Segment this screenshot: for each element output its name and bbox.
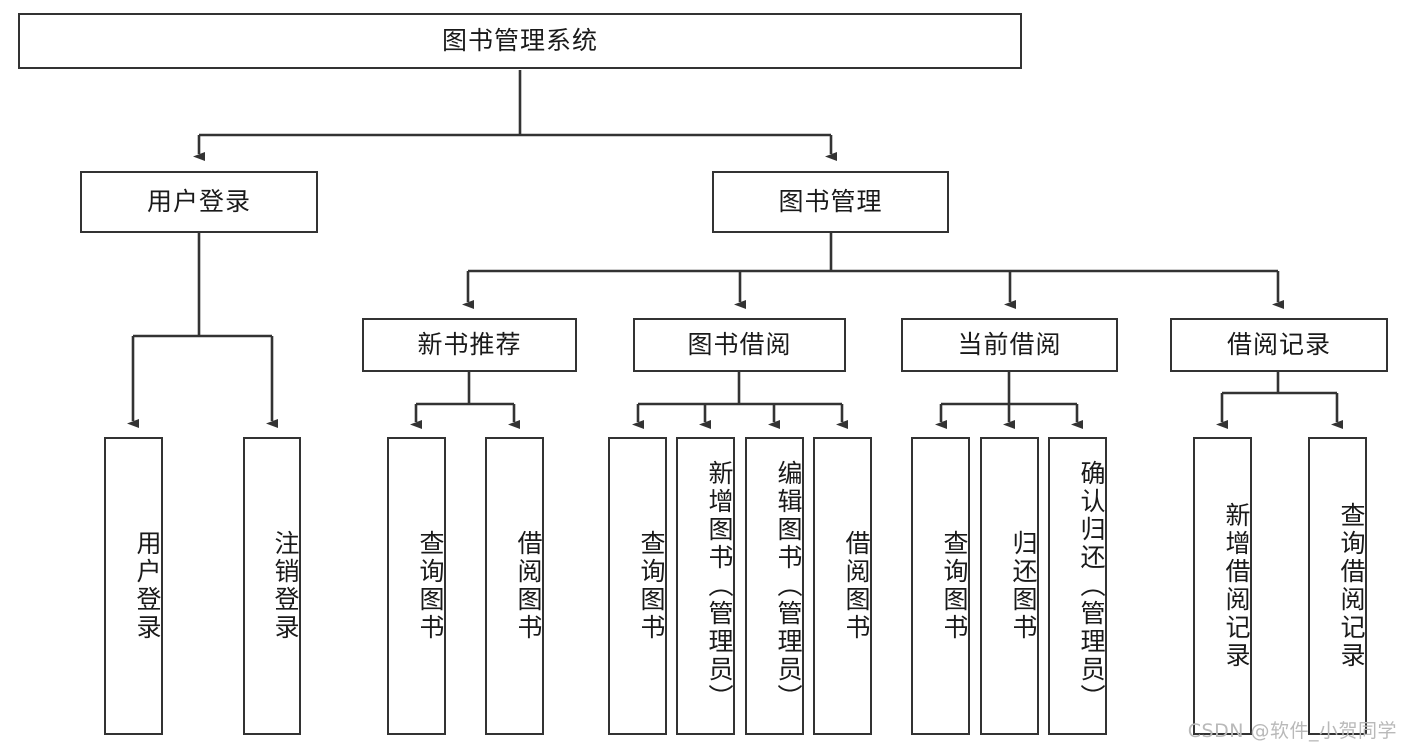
leaf-label: 用户登录 xyxy=(133,530,162,642)
leaf-current-borrow-confirm-return[interactable]: 确认归还（管理员） xyxy=(1048,437,1107,735)
node-current-borrow[interactable]: 当前借阅 xyxy=(901,318,1118,372)
node-book-management-label: 图书管理 xyxy=(778,187,883,217)
node-user-login[interactable]: 用户登录 xyxy=(80,171,318,233)
leaf-label: 查询图书 xyxy=(637,530,666,642)
leaf-user-login-login[interactable]: 用户登录 xyxy=(104,437,163,735)
leaf-label: 借阅图书 xyxy=(514,530,543,642)
node-book-management[interactable]: 图书管理 xyxy=(712,171,949,233)
leaf-label: 查询借阅记录 xyxy=(1337,502,1366,670)
leaf-label: 借阅图书 xyxy=(842,530,871,642)
leaf-book-borrow-add[interactable]: 新增图书（管理员） xyxy=(676,437,735,735)
leaf-new-book-query[interactable]: 查询图书 xyxy=(387,437,446,735)
node-borrow-record-label: 借阅记录 xyxy=(1226,330,1331,360)
leaf-book-borrow-query[interactable]: 查询图书 xyxy=(608,437,667,735)
node-user-login-label: 用户登录 xyxy=(146,187,251,217)
node-current-borrow-label: 当前借阅 xyxy=(957,330,1062,360)
leaf-label: 查询图书 xyxy=(416,530,445,642)
leaf-book-borrow-lend[interactable]: 借阅图书 xyxy=(813,437,872,735)
leaf-borrow-record-query[interactable]: 查询借阅记录 xyxy=(1308,437,1367,735)
leaf-label: 归还图书 xyxy=(1009,530,1038,642)
node-book-borrow[interactable]: 图书借阅 xyxy=(633,318,846,372)
node-book-borrow-label: 图书借阅 xyxy=(687,330,792,360)
leaf-label: 新增借阅记录 xyxy=(1222,502,1251,670)
leaf-current-borrow-return[interactable]: 归还图书 xyxy=(980,437,1039,735)
node-new-book-recommend-label: 新书推荐 xyxy=(417,330,522,360)
leaf-book-borrow-edit[interactable]: 编辑图书（管理员） xyxy=(745,437,804,735)
leaf-new-book-borrow[interactable]: 借阅图书 xyxy=(485,437,544,735)
node-root-label: 图书管理系统 xyxy=(441,26,598,56)
leaf-label: 注销登录 xyxy=(271,530,300,642)
leaf-user-login-logout[interactable]: 注销登录 xyxy=(243,437,301,735)
leaf-label: 查询图书 xyxy=(940,530,969,642)
watermark: CSDN @软件_小贺同学 xyxy=(1187,720,1397,742)
leaf-label: 编辑图书（管理员） xyxy=(774,460,803,712)
node-new-book-recommend[interactable]: 新书推荐 xyxy=(362,318,577,372)
leaf-current-borrow-query[interactable]: 查询图书 xyxy=(911,437,970,735)
leaf-label: 确认归还（管理员） xyxy=(1077,460,1106,712)
node-borrow-record[interactable]: 借阅记录 xyxy=(1170,318,1388,372)
node-root[interactable]: 图书管理系统 xyxy=(18,13,1022,69)
leaf-label: 新增图书（管理员） xyxy=(705,460,734,712)
leaf-borrow-record-add[interactable]: 新增借阅记录 xyxy=(1193,437,1252,735)
